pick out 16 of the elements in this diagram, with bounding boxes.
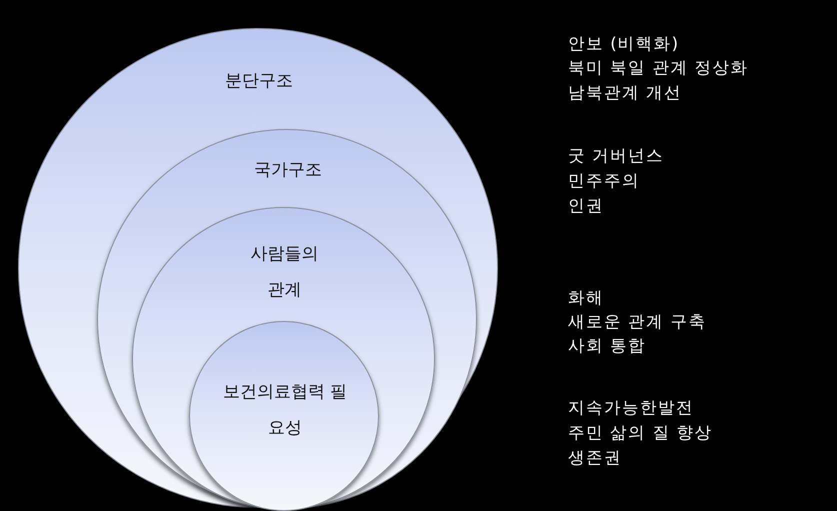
note-text: 화해 [568,287,604,309]
note-text: 인권 [568,195,604,217]
circle-label: 국가구조 [253,159,323,182]
circle-label: 분단구조 [224,70,294,93]
circle-label: 보건의료협력 필요성 [222,381,348,440]
circle-label: 사람들의 관계 [250,243,320,302]
note-text: 남북관계 개선 [568,82,682,104]
note-text: 지속가능한발전 [568,397,694,419]
note-text: 북미 북일 관계 정상화 [568,57,749,79]
note-text: 새로운 관계 구축 [568,311,706,333]
note-text: 안보 (비핵화) [568,33,680,55]
note-text: 생존권 [568,447,622,469]
note-text: 사회 통합 [568,335,646,357]
note-text: 굿 거버넌스 [568,145,664,167]
note-text: 주민 삶의 질 향상 [568,422,713,444]
note-text: 민주주의 [568,170,640,192]
